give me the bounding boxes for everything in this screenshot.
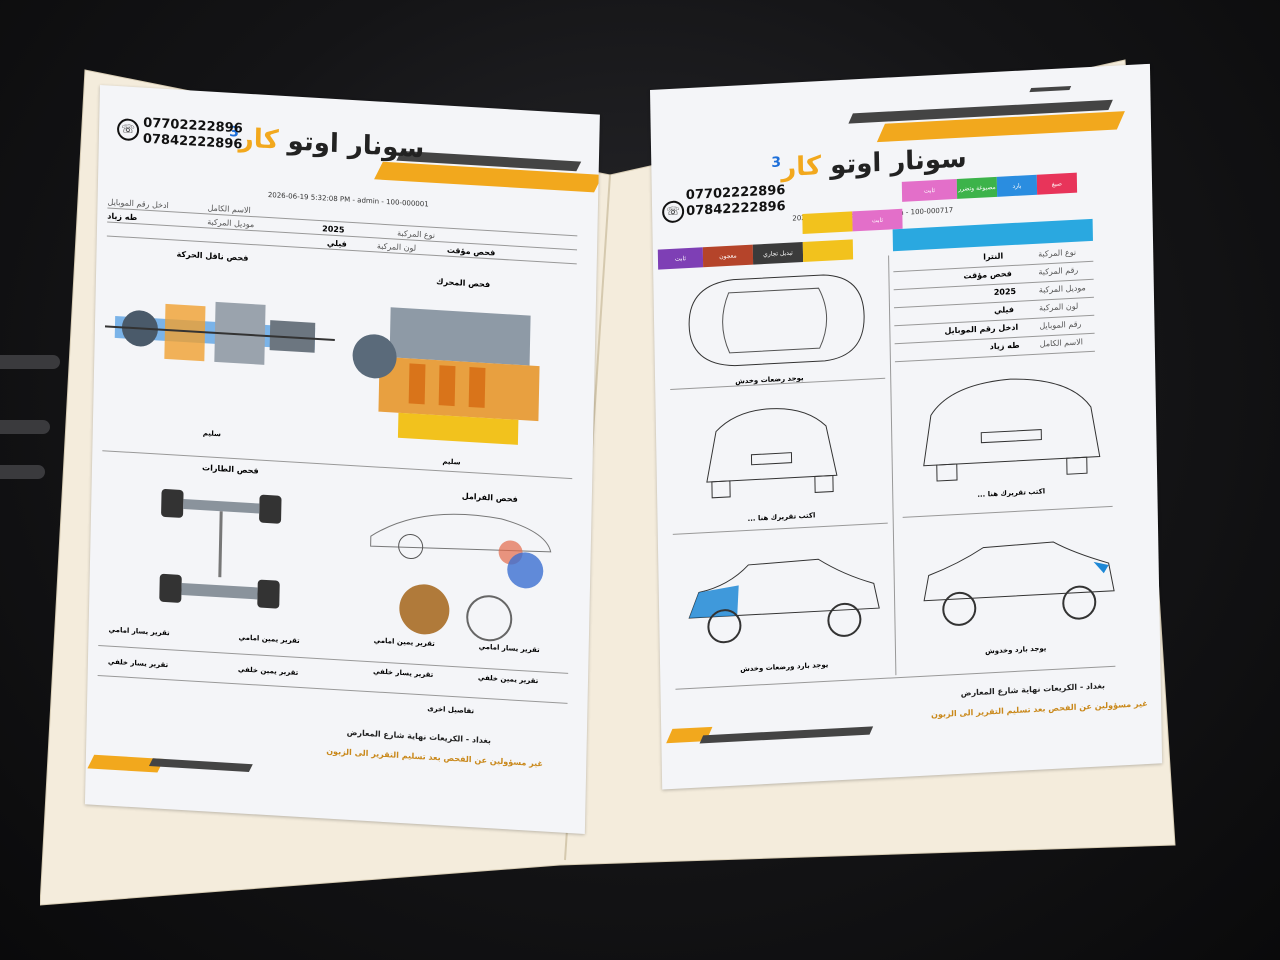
caption-left-side: يوجد بارد ورضعات وخدش [740,660,829,674]
footer-address: بغداد - الكريعات نهاية شارع المعارض [960,681,1106,698]
car-top-view [688,274,865,367]
field-value: فحص مؤقت [963,269,1012,281]
report-rear-right-2: تقرير يمين خلفي [477,673,539,686]
legend-tabs-middle: ثابت [802,208,903,235]
field-label: رقم المركبة [1038,265,1079,277]
seat-stitch-stripe [0,355,60,369]
field-value: فيلي [994,304,1015,316]
legend-tab: معجون [702,244,754,268]
field-value: فيلي [326,238,347,249]
field-value: طه زياد [107,211,138,223]
footer-address: بغداد - الكريعات نهاية شارع المعارض [346,727,492,746]
car-right-side-view [923,541,1115,626]
car-front-view [923,378,1101,482]
legend-tab [802,239,854,263]
seat-stitch-stripe [0,420,50,434]
phone-icon: ☏ [116,118,140,142]
section-title-transmission: فحص ناقل الحركة [176,249,249,263]
field-value: طه زياد [989,340,1020,352]
section-title-tires: فحص الطارات [201,463,259,476]
legend-tab: مصبوغة وتضرر [956,176,998,199]
footer-disclaimer: غير مسؤولين عن الفحص بعد تسليم التقرير ا… [931,699,1148,720]
legend-tab: ثابت [901,178,958,202]
report-rear-left: تقرير يسار خلفي [107,657,169,670]
field-label: لون المركبة [1039,301,1079,313]
car-left-side-view [688,558,880,644]
footer-dark-band [148,758,253,772]
info-header-bar [892,218,1093,252]
caption-front-view: اكتب تقريرك هنا ... [977,487,1046,499]
footer-disclaimer: غير مسؤولين عن الفحص بعد تسليم التقرير ا… [326,746,543,769]
field-value: ادخل رقم الموبايل [944,322,1019,336]
divider [672,522,888,535]
field-value: 2025 [993,286,1017,298]
divider [894,350,1095,363]
field-label: موديل المركبة [1038,283,1086,295]
report-rear-left-2: تقرير يسار خلفي [372,667,434,679]
other-details: تفاصيل اخرى [427,704,475,716]
divider [902,505,1113,518]
axle-diagram [159,488,282,609]
legend-tab: صبغ [1036,172,1078,195]
report-front-left: تقرير يسار امامي [108,625,170,638]
field-label: الاسم الكامل [1039,337,1084,349]
timestamp-meta: 2026-06-19 5:32:08 PM - admin - 100-0000… [267,190,429,209]
field-label: نوع المركبة [1038,247,1077,259]
engine-diagram [352,307,540,445]
report-rear-right: تقرير يمين خلفي [237,665,299,677]
brand-logo: سونار اوتو كار3 [771,143,967,184]
legend-tab: بارد [996,174,1038,197]
phone-icon: ☏ [661,200,685,224]
brake-diagram [370,513,552,642]
legend-tab: تبديل تجاري [752,242,804,265]
field-value: 2025 [322,224,345,235]
caption-rear-view: اكتب تقريرك هنا ... [747,511,816,523]
legend-tabs-top: ثابت مصبوغة وتضرر بارد صبغ [901,172,1078,202]
seat-stitch-stripe [0,465,45,479]
field-value: النترا [983,251,1004,262]
car-rear-view [706,408,838,499]
brand-logo: سونار اوتو كار3 [228,123,425,165]
field-label: رقم الموبايل [1039,319,1082,331]
legend-tab [802,211,853,235]
header-dark-band [1029,85,1072,93]
caption-right-side: يوجد بارد وخدوش [984,644,1047,656]
transmission-diagram [104,301,335,365]
section-title-engine: فحص المحرك [436,277,491,290]
footer-dark-band [699,726,874,744]
report-front-right: تقرير يمين امامي [238,633,300,645]
legend-tab: ثابت [657,247,704,270]
status-ok: سليم [202,429,221,439]
legend-tab: ثابت [852,208,903,232]
status-ok: سليم [442,457,461,467]
